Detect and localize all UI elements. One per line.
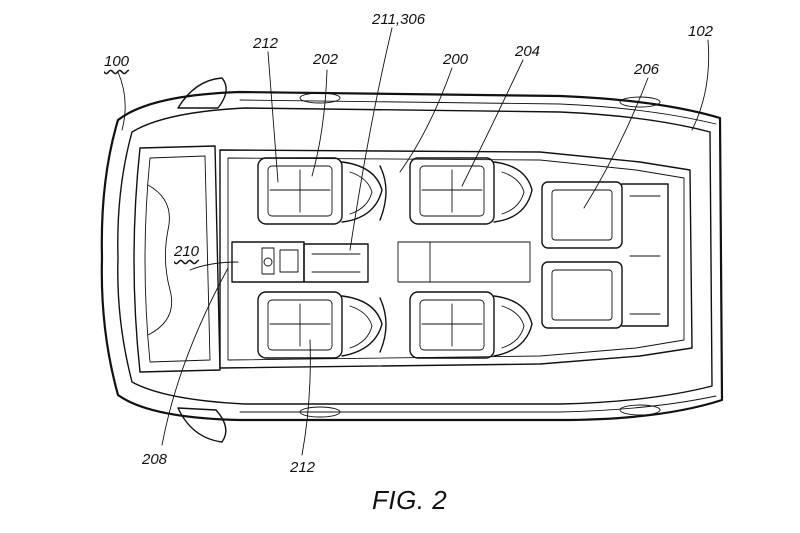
ref-label-seat-bottom: 212 bbox=[290, 459, 316, 476]
side-mirror-top bbox=[177, 77, 227, 109]
middle-seat-bottom bbox=[379, 291, 533, 359]
ref-label-middle-seat-upper: 204 bbox=[515, 43, 541, 60]
ref-label-front-seat-upper: 202 bbox=[313, 51, 339, 68]
leader-lines bbox=[117, 27, 710, 456]
ref-label-cabin: 200 bbox=[443, 51, 469, 68]
front-seat-top bbox=[257, 157, 383, 225]
ref-label-dashboard: 210 bbox=[174, 243, 200, 260]
figure-caption: FIG. 2 bbox=[372, 485, 448, 515]
wheel-hubs bbox=[299, 92, 661, 418]
side-mirror-bottom bbox=[177, 407, 227, 443]
ref-label-console-front: 208 bbox=[142, 451, 168, 468]
front-seat-bottom bbox=[257, 291, 383, 359]
ref-label-body: 102 bbox=[688, 23, 714, 40]
cabin-floor bbox=[219, 149, 693, 369]
ref-label-rear-bench: 206 bbox=[634, 61, 660, 78]
middle-seat-top bbox=[379, 157, 533, 225]
rear-bench bbox=[541, 181, 669, 329]
front-windshield bbox=[133, 145, 221, 373]
ref-label-seat-top: 212 bbox=[253, 35, 279, 52]
front-console bbox=[231, 241, 369, 283]
ref-label-console-center: 211,306 bbox=[372, 11, 426, 28]
center-aisle bbox=[397, 241, 531, 283]
ref-label-vehicle: 100 bbox=[104, 53, 130, 70]
